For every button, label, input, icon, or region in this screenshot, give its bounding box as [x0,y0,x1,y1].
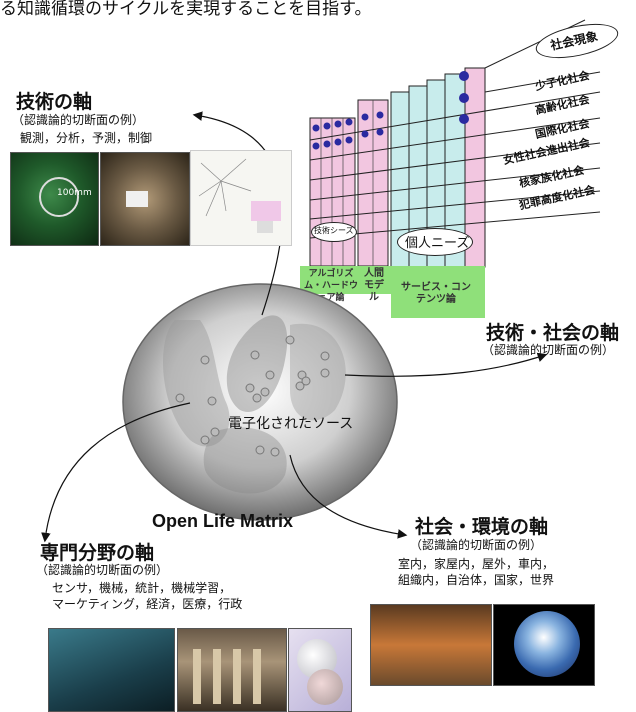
matrix-dots [312,71,469,150]
earth-photo [493,604,595,686]
category-human-model: 人間モデル [364,268,384,303]
network-diagram-photo [190,150,292,246]
society-env-axis-subtitle: （認識論的切断面の例） [410,538,543,552]
social-matrix [300,19,601,318]
field-axis-subtitle: （認識論的切断面の例） [36,563,169,577]
interior-photo [370,604,492,686]
category-service: サービス・コンテンツ論 [401,282,471,305]
tech-seeds-label: 技術シーズ [314,226,354,235]
category-algorithm: アルゴリズム・ハードウェア論 [304,269,359,303]
society-env-axis-title: 社会・環境の軸 [415,516,549,538]
individual-needs-ellipse [397,228,473,256]
field-axis-title: 専門分野の軸 [40,542,155,564]
tech-axis-title: 技術の軸 [16,91,93,113]
intro-text: る知識循環のサイクルを実現することを目指す。 [0,0,372,19]
coins-photo [288,628,352,712]
robot-photo-caption: 100mm [57,188,92,198]
olm-title: Open Life Matrix [152,511,294,531]
field-axis-items-2: マーケティング，経済，医療，行政 [52,597,243,611]
tech-axis-items: 観測，分析，予測，制御 [20,131,153,145]
robot-photo-2 [100,152,190,246]
building-photo [177,628,287,712]
matrix-columns [309,67,486,268]
robot-photo-1: 100mm [10,152,99,246]
tech-seeds-ellipse [311,222,357,242]
tech-society-axis-subtitle: （認識論的切断面の例） [482,343,615,357]
surgery-photo [48,628,175,712]
individual-needs-label: 個人ニーズ [405,236,470,251]
society-env-axis-items-1: 室内，家屋内，屋外，車内， [398,557,555,571]
center-label: 電子化されたソース [228,416,354,432]
tech-society-axis-title: 技術・社会の軸 [486,322,620,344]
knowledge-oval [122,283,398,521]
tech-axis-subtitle: （認識論的切断面の例） [12,113,145,127]
society-env-axis-items-2: 組織内，自治体，国家，世界 [398,573,555,587]
field-axis-items-1: センサ，機械，統計，機械学習， [52,581,232,595]
